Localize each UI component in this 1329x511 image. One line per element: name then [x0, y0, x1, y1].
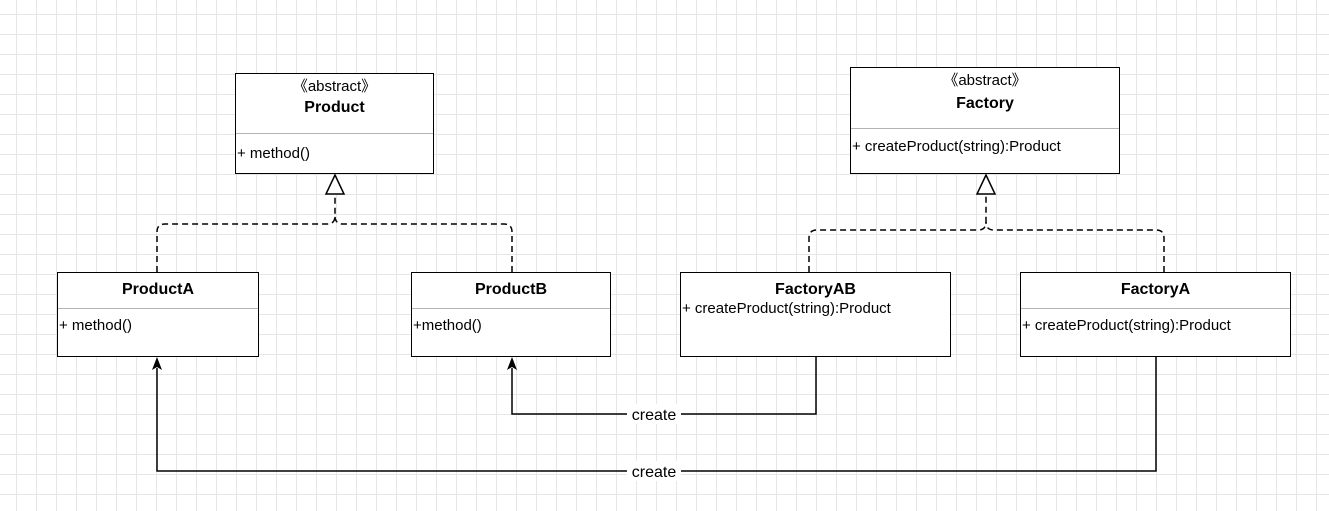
- class-name: FactoryA: [1120, 281, 1191, 298]
- productA-create-arrowhead: [152, 357, 162, 370]
- class-name: Factory: [956, 95, 1014, 112]
- class-method: +method(): [413, 317, 482, 334]
- class-header: ProductA: [58, 273, 258, 309]
- class-header: 《abstract》 Product: [236, 74, 433, 134]
- class-factoryAB[interactable]: FactoryAB + createProduct(string):Produc…: [680, 272, 951, 357]
- class-name: ProductB: [475, 281, 547, 298]
- class-members: + createProduct(string):Product: [1021, 309, 1290, 335]
- create-productA-label: create: [632, 464, 677, 481]
- stereotype-label: 《abstract》: [943, 72, 1027, 89]
- class-method: + method(): [237, 145, 310, 162]
- class-header: FactoryA: [1021, 273, 1290, 309]
- productA-realization-line[interactable]: [156, 194, 336, 272]
- factoryA-realization-line[interactable]: [985, 221, 1165, 272]
- class-product[interactable]: 《abstract》 Product + method(): [235, 73, 434, 174]
- class-productA[interactable]: ProductA + method(): [57, 272, 259, 357]
- class-method: + createProduct(string):Product: [1022, 317, 1231, 334]
- class-productB[interactable]: ProductB +method(): [411, 272, 611, 357]
- class-members: + method(): [58, 309, 258, 335]
- class-name: Product: [304, 99, 365, 116]
- class-method: + method(): [59, 317, 132, 334]
- class-name: FactoryAB: [775, 281, 856, 298]
- factoryAB-realization-line[interactable]: [808, 194, 987, 272]
- class-header: 《abstract》 Factory: [851, 68, 1119, 129]
- class-members: + method(): [236, 134, 433, 163]
- class-members: + createProduct(string):Product: [681, 300, 950, 318]
- factory-inheritance-arrowhead: [975, 173, 997, 195]
- class-header: ProductB: [412, 273, 610, 309]
- class-name: ProductA: [122, 281, 194, 298]
- class-members: +method(): [412, 309, 610, 335]
- create-productB-label: create: [632, 407, 677, 424]
- product-inheritance-arrowhead: [324, 173, 346, 195]
- class-members: + createProduct(string):Product: [851, 129, 1119, 156]
- class-header: FactoryAB: [681, 273, 950, 300]
- productB-create-arrowhead: [507, 357, 517, 370]
- class-factory[interactable]: 《abstract》 Factory + createProduct(strin…: [850, 67, 1120, 174]
- class-factoryA[interactable]: FactoryA + createProduct(string):Product: [1020, 272, 1291, 357]
- class-method: + createProduct(string):Product: [852, 138, 1061, 155]
- productB-realization-line[interactable]: [334, 215, 513, 272]
- stereotype-label: 《abstract》: [292, 78, 377, 95]
- class-method: + createProduct(string):Product: [682, 300, 891, 317]
